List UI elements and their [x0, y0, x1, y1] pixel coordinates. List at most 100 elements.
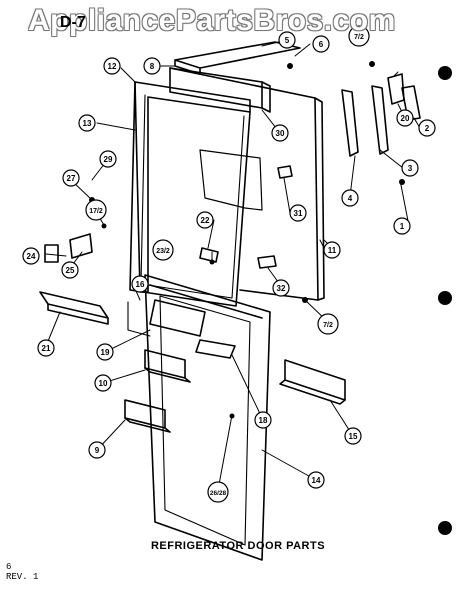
- callout-29: [99, 150, 117, 168]
- callout-label-21: 21: [42, 344, 51, 353]
- callout-label-13: 13: [83, 119, 92, 128]
- callout-32: [272, 279, 290, 297]
- callout-11: [323, 241, 341, 259]
- callout-label-16: 16: [136, 280, 145, 289]
- watermark: AppliancePartsBros.com: [28, 4, 396, 37]
- callout-label-27: 27: [67, 174, 76, 183]
- callout-19: [96, 343, 114, 361]
- handle-plate-2: [401, 85, 421, 121]
- door-liner-top-lip: [149, 284, 263, 319]
- callout-7b: [317, 313, 339, 335]
- callout-24: [22, 247, 40, 265]
- screw-17: [101, 223, 107, 229]
- screw-1: [399, 179, 405, 185]
- door-shelf-lower: [124, 399, 166, 429]
- callout-label-23: 23/2: [156, 248, 170, 255]
- handle-bracket-right: [371, 85, 389, 155]
- callout-14: [307, 471, 325, 489]
- callout-3: [401, 159, 419, 177]
- callout-label-19: 19: [101, 348, 110, 357]
- callout-label-17: 17/2: [89, 208, 103, 215]
- part-22: [199, 247, 219, 263]
- door-shelf-upper-lip: [144, 367, 191, 383]
- binder-holes: [438, 66, 452, 535]
- hinge-25: [69, 233, 93, 259]
- callout-5: [278, 31, 296, 49]
- callout-31: [289, 204, 307, 222]
- callout-label-10: 10: [99, 379, 108, 388]
- callout-27: [62, 169, 80, 187]
- callout-label-26: 26/28: [210, 490, 227, 497]
- shelf-rail: [284, 359, 346, 401]
- callout-4: [341, 189, 359, 207]
- callout-1: [393, 217, 411, 235]
- leader-lines: [45, 39, 421, 491]
- screws: [89, 61, 405, 419]
- page-reference: 6 REV. 1: [6, 562, 38, 582]
- callout-label-20: 20: [401, 114, 410, 123]
- callout-18: [254, 411, 272, 429]
- callout-label-6: 6: [319, 40, 324, 49]
- door-liner-recess: [159, 295, 251, 546]
- dairy-compartment: [149, 299, 206, 337]
- callout-label-3: 3: [408, 164, 413, 173]
- part-31: [277, 165, 293, 179]
- binder-hole-bottom: [438, 521, 452, 535]
- screw-7: [302, 297, 308, 303]
- door-shelf-upper: [144, 349, 186, 379]
- callout-30: [271, 124, 289, 142]
- callout-bubbles: [22, 25, 436, 503]
- callout-label-24: 24: [27, 252, 36, 261]
- screw-23: [209, 259, 215, 265]
- callout-labels: 5 6 7/2 8 12 13 30 20 2 3 4 1 29 27 17/2…: [27, 34, 430, 497]
- callout-label-12: 12: [108, 62, 117, 71]
- callout-21: [37, 339, 55, 357]
- callout-label-7a: 7/2: [354, 34, 364, 41]
- callout-17: [85, 199, 107, 221]
- page-number: 6: [6, 562, 12, 572]
- callout-label-29: 29: [104, 155, 113, 164]
- diagram-caption: REFRIGERATOR DOOR PARTS: [150, 540, 326, 552]
- callout-22: [196, 211, 214, 229]
- egg-tray-edge: [47, 303, 109, 325]
- callout-16: [131, 275, 149, 293]
- door-gasket-outer: [134, 81, 251, 293]
- door-back-panel-edge: [314, 97, 325, 301]
- callout-15: [344, 427, 362, 445]
- callout-12: [103, 57, 121, 75]
- callout-label-30: 30: [276, 129, 285, 138]
- inner-cutout: [199, 149, 263, 211]
- callout-23: [152, 239, 174, 261]
- callout-label-8: 8: [150, 62, 155, 71]
- callout-label-2: 2: [425, 124, 430, 133]
- callout-label-9: 9: [95, 446, 100, 455]
- door-gasket-inner: [140, 94, 245, 299]
- door-bin: [195, 339, 236, 359]
- callout-6: [312, 35, 330, 53]
- egg-tray: [39, 291, 109, 319]
- breaker-strip-side: [261, 81, 271, 113]
- callout-8: [143, 57, 161, 75]
- door-shelf-lower-lip: [124, 417, 171, 433]
- shelf-rail-lip: [279, 379, 346, 405]
- section-code: D-7: [60, 14, 86, 31]
- callout-25: [61, 261, 79, 279]
- door-liner: [144, 274, 271, 561]
- callout-label-22: 22: [201, 216, 210, 225]
- callout-2: [418, 119, 436, 137]
- callout-label-1: 1: [400, 222, 405, 231]
- callout-label-14: 14: [312, 476, 321, 485]
- callout-20: [396, 109, 414, 127]
- door-gasket-frame: [129, 81, 251, 307]
- callout-10: [94, 374, 112, 392]
- callout-label-15: 15: [349, 432, 358, 441]
- callout-13: [78, 114, 96, 132]
- callout-label-25: 25: [66, 266, 75, 275]
- callout-label-7b: 7/2: [323, 322, 333, 329]
- callout-label-11: 11: [328, 246, 337, 255]
- callout-label-5: 5: [285, 36, 290, 45]
- screw-26: [229, 413, 235, 419]
- hinge-24: [44, 244, 59, 263]
- binder-hole-top: [438, 66, 452, 80]
